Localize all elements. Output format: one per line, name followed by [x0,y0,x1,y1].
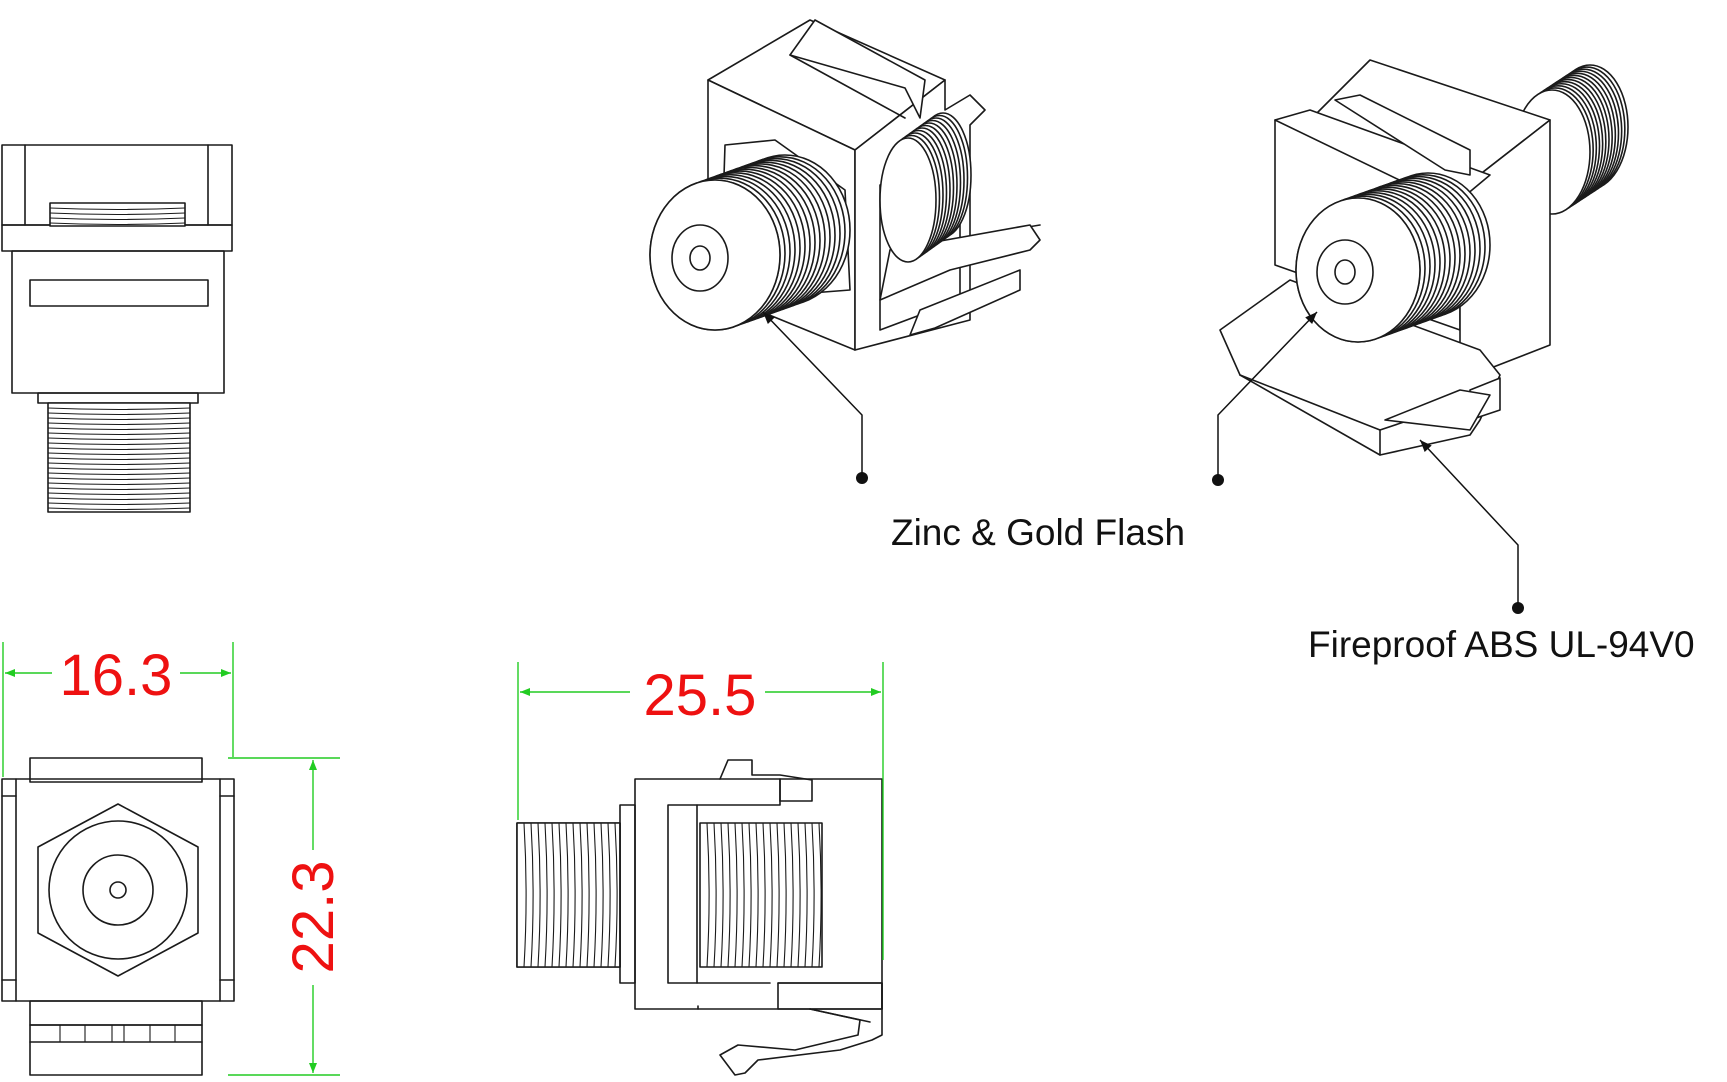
thread-bottom [47,402,191,513]
iso1-rear-thread [879,112,972,263]
dimension-width: 16.3 [2,642,234,777]
thread-right [699,822,823,968]
callout-housing-material: Fireproof ABS UL-94V0 [1308,624,1695,665]
callout-contact-material: Zinc & Gold Flash [891,512,1185,553]
isometric-view-rear [1219,59,1629,456]
callout-leaders [762,311,1524,614]
dimension-depth-label: 25.5 [644,663,757,728]
dimension-width-label: 16.3 [60,643,173,708]
top-view [1,144,233,513]
hex-nut [37,803,199,977]
dimension-height-label: 22.3 [281,861,346,974]
thread-left [516,822,621,968]
isometric-view-front [649,19,1041,351]
dimension-height: 22.3 [228,757,346,1076]
side-view [516,759,883,1076]
front-view [1,757,235,1076]
dimension-depth: 25.5 [517,662,884,960]
thread-top-stub [49,202,186,227]
